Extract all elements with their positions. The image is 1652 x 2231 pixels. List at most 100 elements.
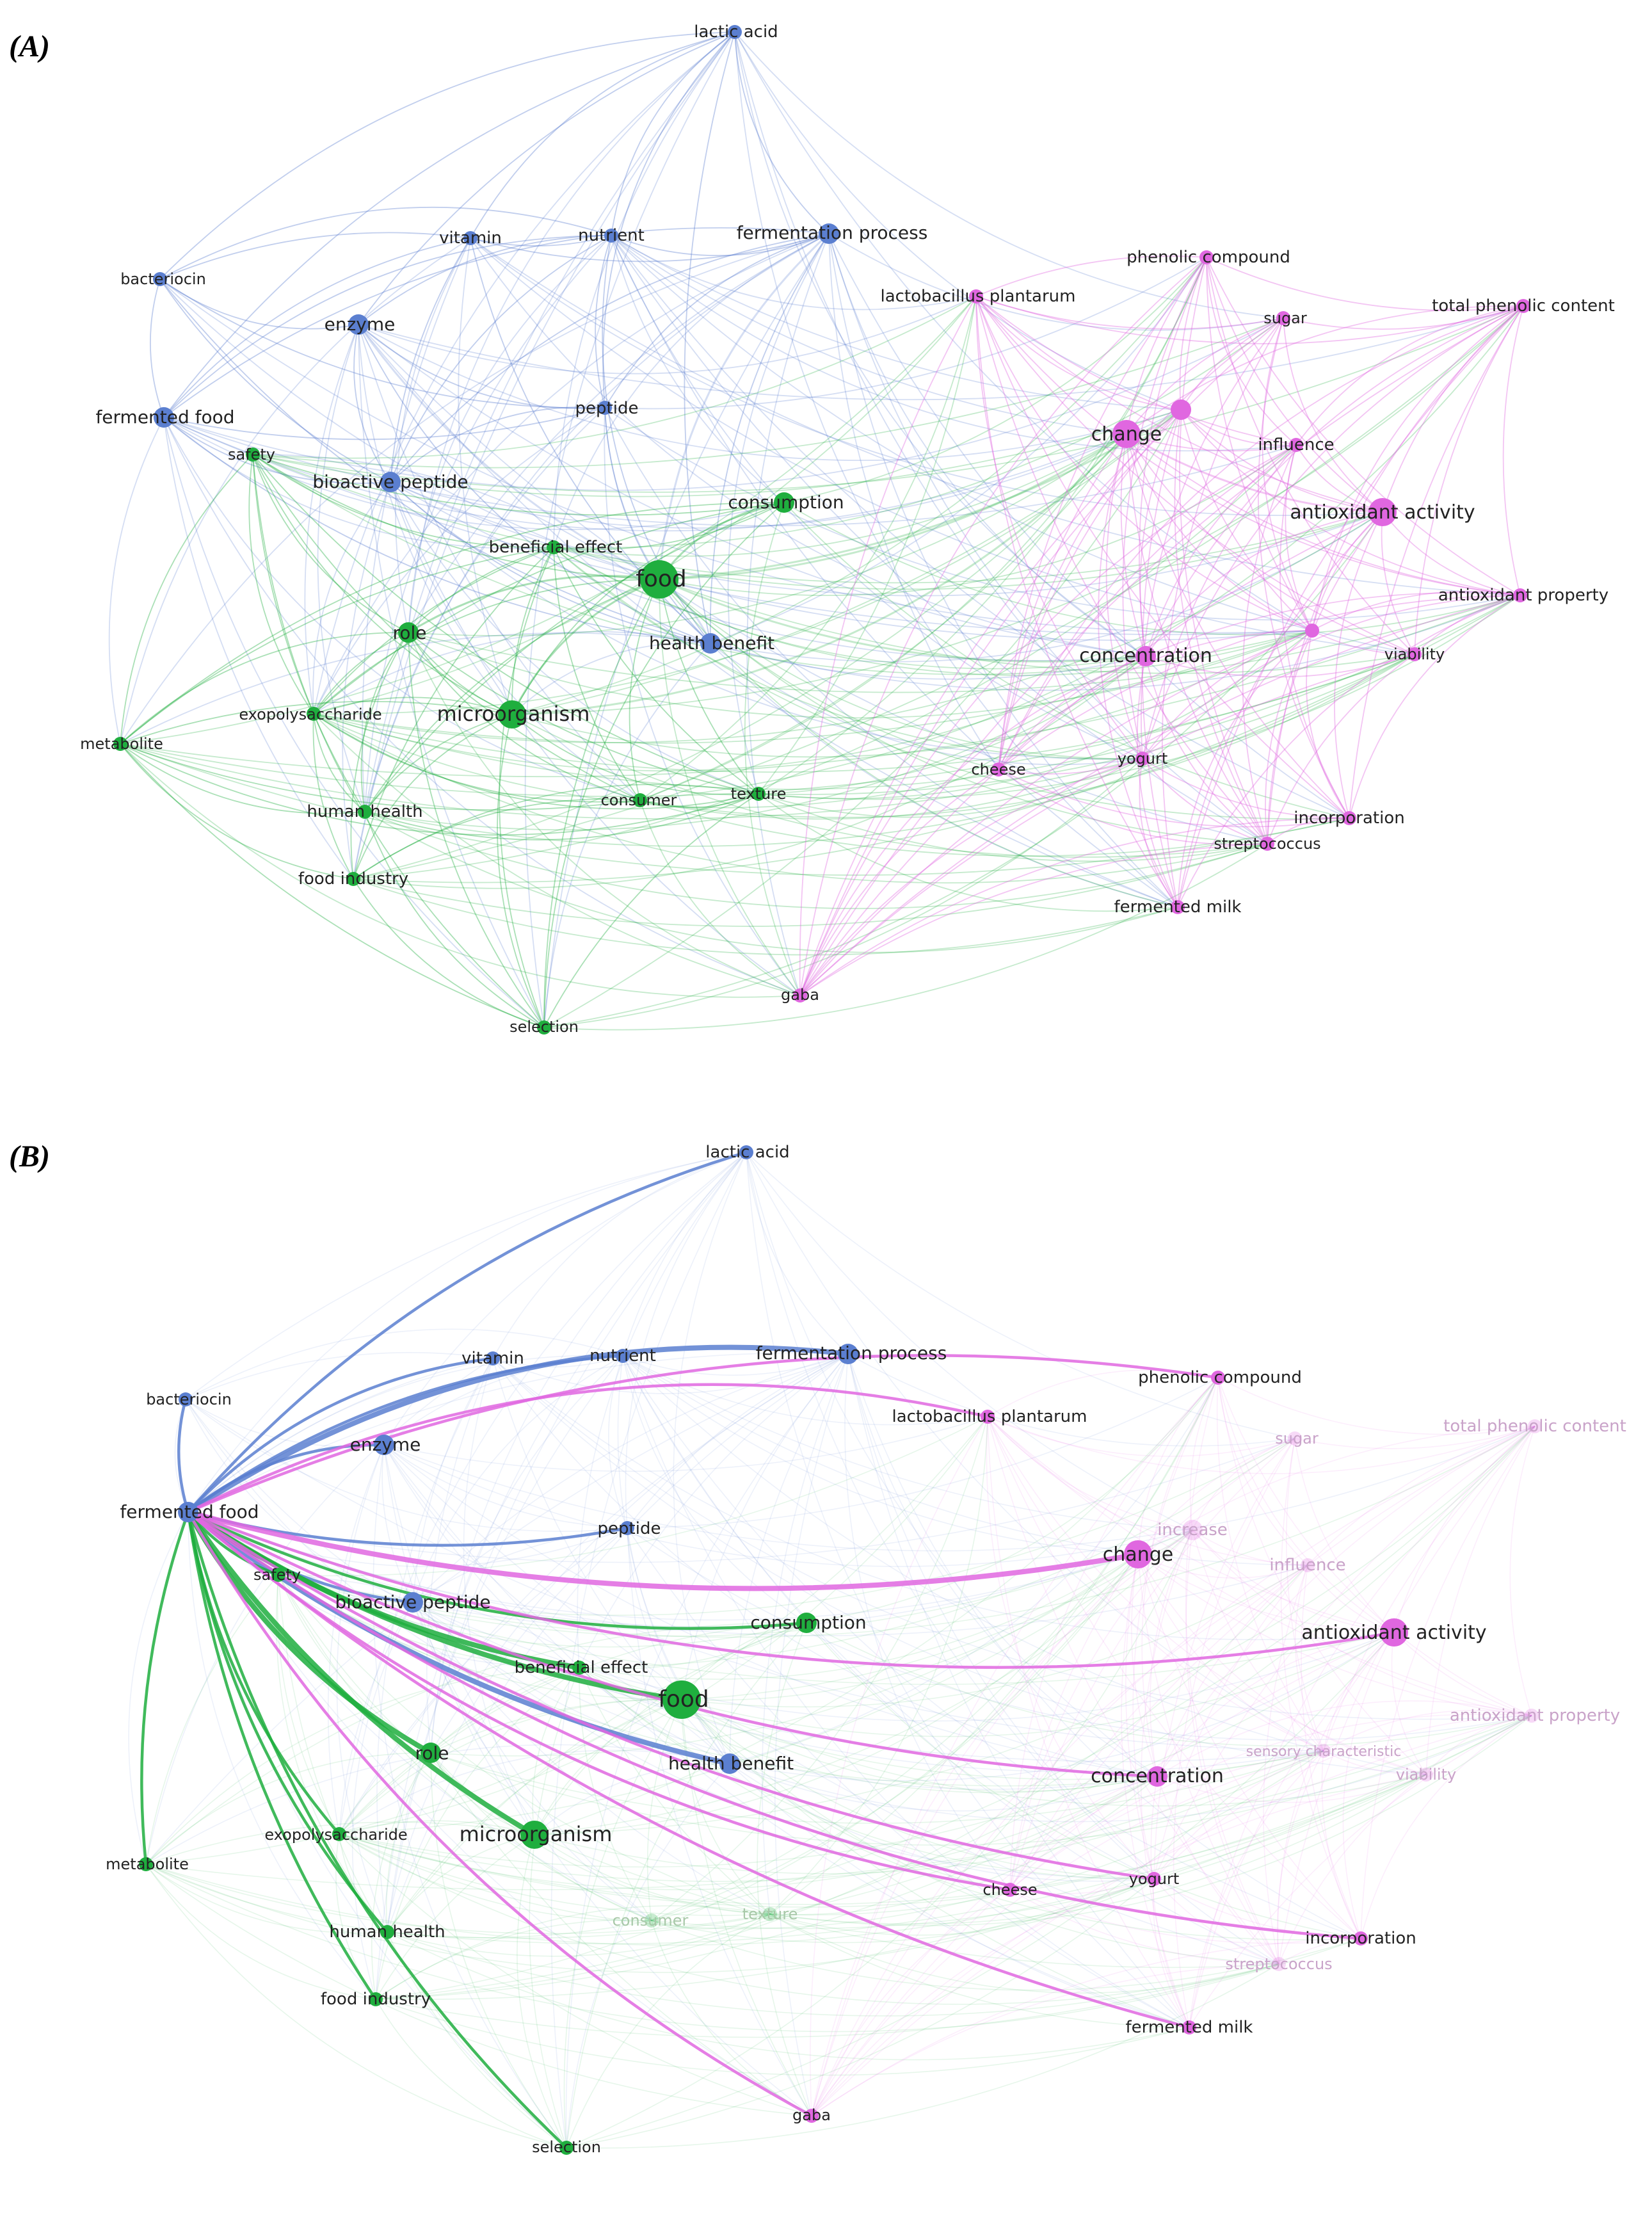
network-link <box>313 713 999 809</box>
node-consumption[interactable] <box>796 1613 817 1633</box>
node-safety[interactable] <box>246 447 260 462</box>
node-concentration[interactable] <box>1147 1766 1167 1787</box>
background-link <box>339 1833 771 1916</box>
node-phenolic-compound[interactable] <box>1211 1371 1225 1385</box>
network-link <box>511 547 554 715</box>
node-fermentation-process[interactable] <box>819 223 839 244</box>
node-consumption[interactable] <box>774 492 794 513</box>
node-influence[interactable] <box>1301 1558 1315 1572</box>
node-sensory-characteristic[interactable] <box>1305 624 1319 638</box>
node-concentration[interactable] <box>1135 646 1156 666</box>
network-link <box>553 233 830 548</box>
node-total-phenolic-content[interactable] <box>1528 1419 1542 1433</box>
node-cheese[interactable] <box>1003 1883 1017 1897</box>
node-increase[interactable] <box>1171 399 1191 420</box>
background-link <box>729 1632 1395 1782</box>
node-fermented-food[interactable] <box>178 1502 198 1522</box>
node-selection[interactable] <box>559 2141 573 2155</box>
node-gaba[interactable] <box>793 988 807 1003</box>
background-link <box>1217 1377 1308 1566</box>
node-lactic-acid[interactable] <box>739 1145 753 1159</box>
node-role[interactable] <box>421 1743 441 1763</box>
node-viability[interactable] <box>1419 1768 1433 1782</box>
node-gaba[interactable] <box>805 2109 819 2123</box>
node-enzyme[interactable] <box>348 314 369 335</box>
node-food-industry[interactable] <box>369 1992 383 2006</box>
node-increase[interactable] <box>1182 1520 1203 1540</box>
node-yogurt[interactable] <box>1147 1872 1161 1886</box>
node-sensory-characteristic[interactable] <box>1317 1744 1331 1758</box>
node-food[interactable] <box>662 1680 701 1719</box>
node-microorganism[interactable] <box>520 1821 549 1849</box>
node-total-phenolic-content[interactable] <box>1516 299 1530 313</box>
network-link <box>1180 409 1297 446</box>
node-yogurt[interactable] <box>1135 752 1150 766</box>
node-sugar[interactable] <box>1288 1431 1302 1446</box>
label-sugar: sugar <box>1263 309 1307 327</box>
node-peptide[interactable] <box>598 401 612 415</box>
background-link <box>339 1820 535 1835</box>
node-bioactive-peptide[interactable] <box>403 1592 423 1613</box>
node-fermented-milk[interactable] <box>1182 2020 1196 2034</box>
background-link <box>383 1444 1279 1965</box>
node-health-benefit[interactable] <box>719 1753 740 1774</box>
node-antioxidant-activity[interactable] <box>1368 498 1397 526</box>
node-exopolysaccharide[interactable] <box>307 707 321 721</box>
node-food[interactable] <box>640 560 678 599</box>
network-link <box>1311 590 1521 631</box>
node-vitamin[interactable] <box>486 1351 500 1365</box>
node-consumer[interactable] <box>633 793 647 807</box>
node-human-health[interactable] <box>358 805 372 819</box>
node-antioxidant-property[interactable] <box>1513 588 1527 602</box>
node-beneficial-effect[interactable] <box>547 540 561 554</box>
node-lactobacillus-plantarum[interactable] <box>969 289 983 303</box>
node-vitamin[interactable] <box>463 231 477 245</box>
node-health-benefit[interactable] <box>700 633 721 654</box>
node-change[interactable] <box>1112 420 1141 448</box>
network-link <box>390 481 711 644</box>
node-antioxidant-activity[interactable] <box>1380 1618 1408 1647</box>
node-bacteriocin[interactable] <box>153 272 167 286</box>
node-cheese[interactable] <box>991 762 1006 777</box>
node-metabolite[interactable] <box>139 1857 153 1871</box>
node-texture[interactable] <box>751 787 766 801</box>
network-link <box>611 235 1182 410</box>
node-safety[interactable] <box>271 1568 285 1582</box>
node-microorganism[interactable] <box>498 700 526 729</box>
node-viability[interactable] <box>1407 647 1422 661</box>
node-role[interactable] <box>398 622 419 643</box>
node-human-health[interactable] <box>380 1925 394 1939</box>
node-nutrient[interactable] <box>604 229 618 243</box>
node-incorporation[interactable] <box>1342 811 1356 825</box>
node-streptococcus[interactable] <box>1260 837 1274 851</box>
node-fermented-food[interactable] <box>154 407 174 428</box>
node-phenolic-compound[interactable] <box>1199 250 1214 264</box>
background-link <box>339 1750 1324 1882</box>
network-link <box>553 502 785 551</box>
node-peptide[interactable] <box>620 1521 634 1535</box>
node-consumer[interactable] <box>645 1913 659 1928</box>
node-influence[interactable] <box>1289 438 1303 452</box>
node-beneficial-effect[interactable] <box>572 1661 586 1675</box>
node-lactic-acid[interactable] <box>728 25 742 39</box>
node-exopolysaccharide[interactable] <box>332 1827 346 1841</box>
node-bacteriocin[interactable] <box>179 1392 193 1406</box>
node-change[interactable] <box>1124 1540 1152 1568</box>
node-texture[interactable] <box>763 1907 777 1921</box>
node-antioxidant-property[interactable] <box>1525 1709 1539 1723</box>
node-nutrient[interactable] <box>616 1349 630 1363</box>
node-sugar[interactable] <box>1276 311 1290 325</box>
node-selection[interactable] <box>537 1020 551 1035</box>
network-link <box>1295 305 1524 446</box>
background-link <box>376 1358 493 1933</box>
node-incorporation[interactable] <box>1354 1931 1368 1945</box>
network-link <box>1179 257 1268 844</box>
node-fermented-milk[interactable] <box>1171 900 1185 914</box>
node-enzyme[interactable] <box>374 1435 394 1455</box>
node-streptococcus[interactable] <box>1272 1957 1286 1971</box>
node-fermentation-process[interactable] <box>838 1344 858 1364</box>
node-metabolite[interactable] <box>113 737 127 751</box>
node-lactobacillus-plantarum[interactable] <box>981 1410 995 1424</box>
node-bioactive-peptide[interactable] <box>380 472 401 492</box>
node-food-industry[interactable] <box>346 872 360 886</box>
